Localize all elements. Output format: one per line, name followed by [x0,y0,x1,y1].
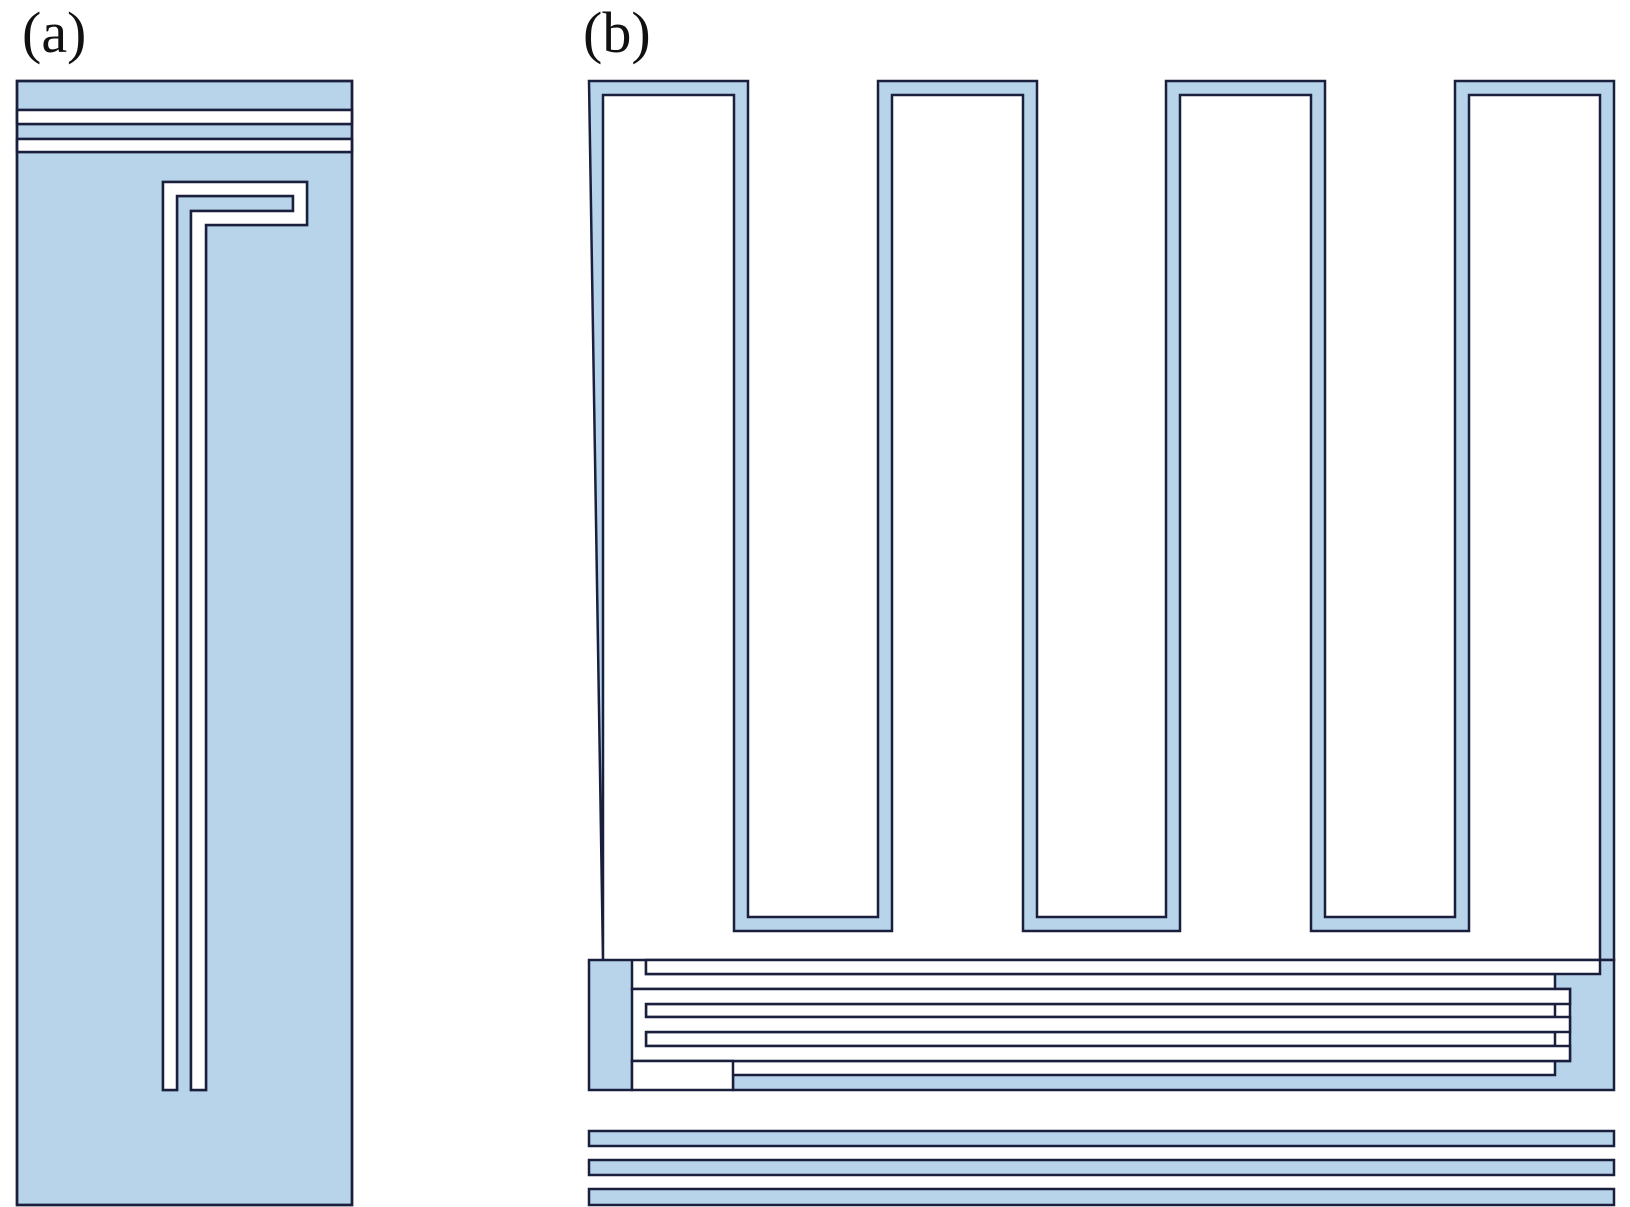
panel-b-structure [587,79,1616,1207]
panel-b-bottom-strip-3 [587,1187,1616,1207]
panel-b-feed-gap [630,1059,735,1092]
panel-a-l-shaped-slot [161,180,309,1092]
panel-a-top-slot-1 [15,108,354,126]
panel-a-label: (a) [22,0,87,65]
panel-b-slot-1 [644,958,1602,976]
panel-b-label: (b) [583,0,651,65]
panel-a-top-slot-2 [15,137,354,154]
panel-b-slot-2 [630,987,1572,1063]
panel-b-bottom-strip-2 [587,1158,1616,1177]
panel-b-meander-trace [587,79,1616,962]
panel-b-bottom-strip-1 [587,1129,1616,1148]
panel-a-structure [15,79,354,1207]
panel-a-outer-border [15,79,354,1207]
panel-a-metal-body [15,79,354,1207]
